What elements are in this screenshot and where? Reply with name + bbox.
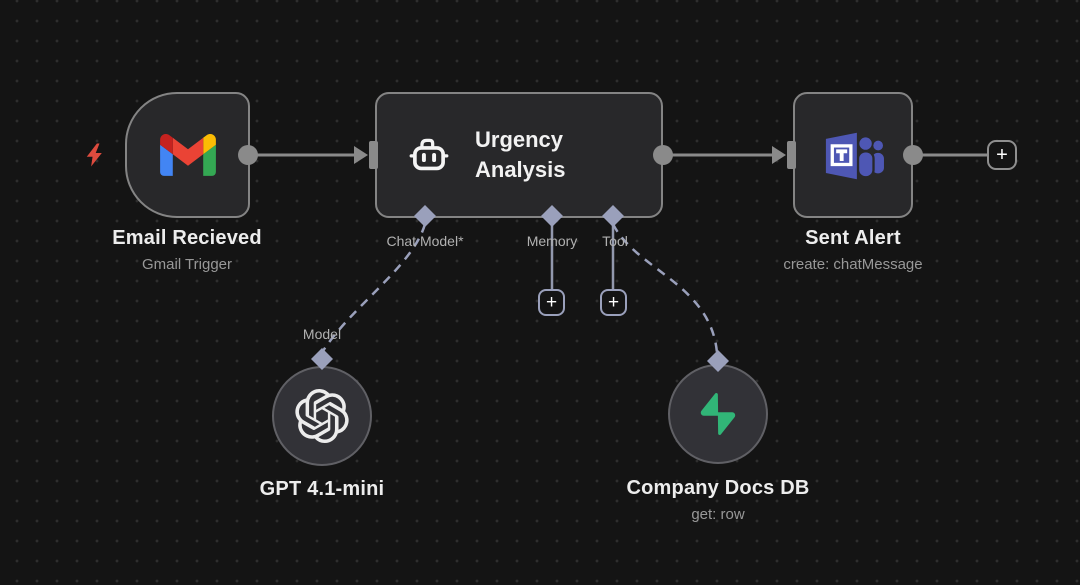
arrowhead-icon <box>772 146 786 164</box>
node-sent-alert[interactable] <box>793 92 913 218</box>
tool-port-label: Tool <box>602 233 628 249</box>
node-urgency-analysis[interactable]: Urgency Analysis <box>375 92 663 218</box>
sent-node-subtitle: create: chatMessage <box>783 256 923 273</box>
add-next-node-button[interactable]: + <box>987 140 1017 170</box>
chat-model-port-label: Chat Model* <box>386 233 464 249</box>
trigger-lightning-icon <box>86 143 102 167</box>
node-email-received[interactable] <box>125 92 250 218</box>
arrowhead-icon <box>354 146 368 164</box>
node-gpt-model[interactable] <box>272 366 372 466</box>
supabase-icon <box>700 392 736 436</box>
robot-icon <box>409 138 449 171</box>
gpt-node-title: GPT 4.1-mini <box>259 478 385 500</box>
docs-node-title: Company Docs DB <box>626 477 810 499</box>
openai-icon <box>295 389 349 443</box>
gmail-icon <box>159 133 216 176</box>
add-tool-button[interactable]: + <box>600 289 627 316</box>
edge-tool-to-docs <box>611 223 719 354</box>
docs-node-subtitle: get: row <box>691 506 745 523</box>
sent-node-title: Sent Alert <box>805 227 901 249</box>
ms-teams-icon <box>825 132 884 180</box>
urgency-node-title: Urgency Analysis <box>475 127 566 182</box>
email-node-title: Email Recieved <box>112 227 262 249</box>
memory-port-label: Memory <box>526 233 578 249</box>
model-port-label: Model <box>302 326 342 342</box>
email-node-subtitle: Gmail Trigger <box>141 256 233 273</box>
node-company-docs-db[interactable] <box>668 364 768 464</box>
add-memory-button[interactable]: + <box>538 289 565 316</box>
